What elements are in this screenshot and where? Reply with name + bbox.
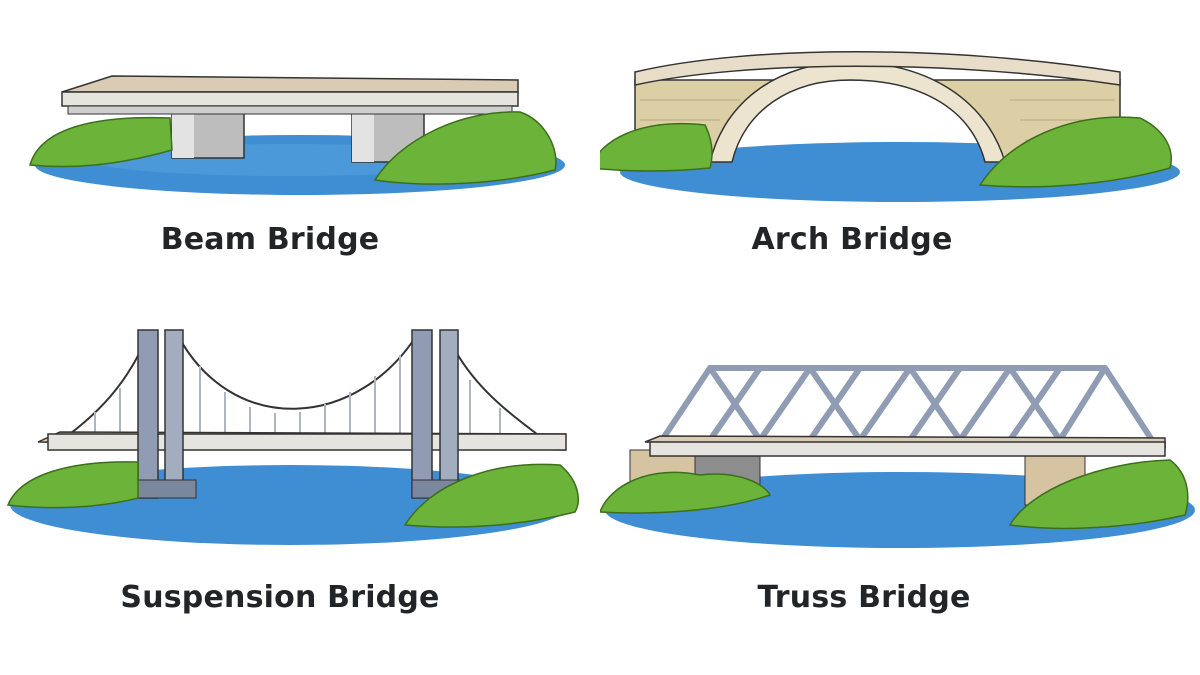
truss-bridge-illustration: [600, 365, 1195, 548]
beam-bridge-label: Beam Bridge: [160, 222, 380, 257]
suspension-bridge-panel: Suspension Bridge: [0, 300, 600, 675]
arch-bridge-illustration: [600, 51, 1180, 202]
truss-bridge-label: Truss Bridge: [757, 580, 971, 615]
arch-bridge-label: Arch Bridge: [751, 222, 953, 257]
suspension-bridge-label: Suspension Bridge: [120, 580, 440, 615]
arch-bridge-panel: Arch Bridge: [600, 0, 1200, 300]
suspension-bridge-illustration: [6, 329, 579, 545]
beam-bridge-illustration: [29, 75, 565, 195]
beam-bridge-panel: Beam Bridge: [0, 0, 600, 300]
truss-bridge-panel: Truss Bridge: [600, 300, 1200, 675]
